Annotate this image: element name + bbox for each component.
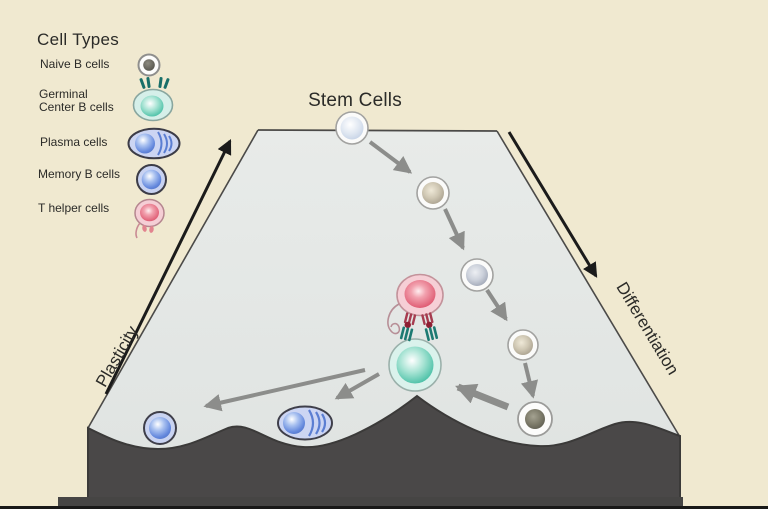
plasma-cell-icon [127, 127, 181, 160]
legend-label-t-helper-cells: T helper cells [38, 201, 110, 215]
germinal-center-b-cell [388, 338, 442, 392]
arrow-naive-to-germinal-center [455, 383, 510, 411]
differentiation-path-arrows [203, 140, 539, 412]
cell-contact-receptors [399, 312, 439, 342]
arrow-germinal-to-memory [203, 368, 366, 412]
differentiating-cell-2 [460, 258, 494, 292]
naive-b-cell-in-valley [517, 401, 553, 437]
legend-label-germinal-center-b-cells: Germinal Center B cells [39, 87, 114, 115]
memory-b-cell-icon [136, 164, 167, 195]
t-helper-cell [387, 273, 444, 335]
arrow-stem-to-cell1 [368, 140, 413, 174]
arrow-cell3-to-naive [520, 362, 539, 399]
arrow-cell1-to-cell2 [443, 208, 465, 251]
memory-b-cell-in-valley [143, 411, 177, 445]
plasma-cell-in-valley [277, 405, 333, 441]
legend-label-naive-b-cells: Naive B cells [40, 57, 110, 71]
differentiation-arrow [507, 131, 598, 278]
landscape-base-bar [58, 497, 683, 507]
arrow-germinal-to-plasma [334, 372, 380, 400]
naive-b-cell-icon [137, 53, 161, 77]
legend-label-plasma-cells: Plasma cells [40, 135, 108, 149]
differentiating-cell-1 [416, 176, 450, 210]
stem-cell [335, 111, 369, 145]
arrow-cell2-to-cell3 [485, 288, 508, 322]
germinal-center-b-cell-icon [132, 77, 174, 122]
plasticity-arrow [104, 138, 232, 395]
t-helper-cell-icon [134, 198, 165, 239]
legend-label-memory-b-cells: Memory B cells [38, 167, 121, 181]
differentiating-cell-3 [507, 329, 539, 361]
hills-and-valleys [87, 394, 681, 504]
bottom-frame-line [0, 506, 768, 509]
stem-cells-label: Stem Cells [308, 90, 402, 111]
legend-heading: Cell Types [37, 30, 120, 49]
